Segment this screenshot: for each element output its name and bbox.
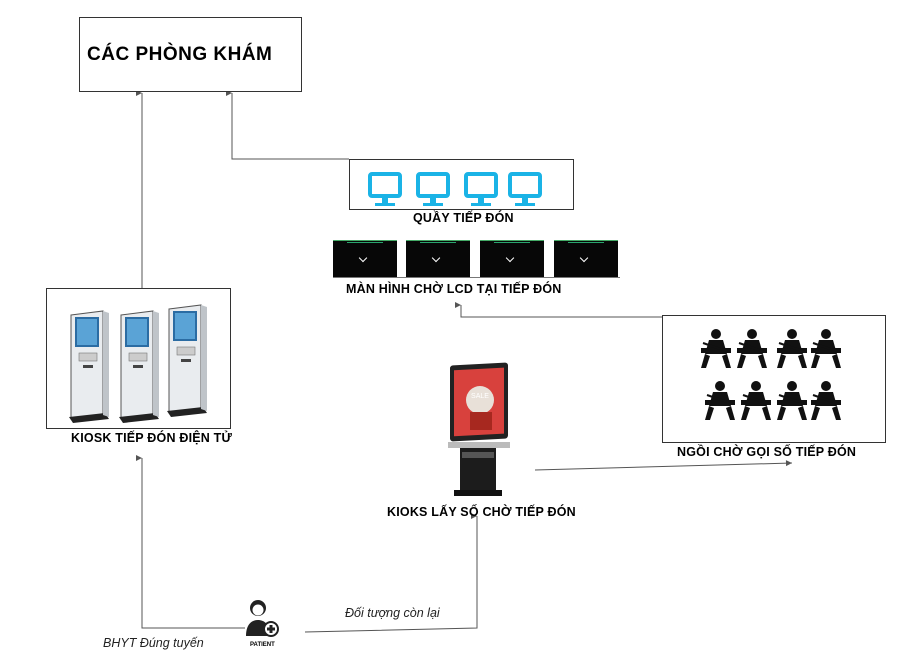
path-insured-label: BHYT Đúng tuyến bbox=[103, 636, 204, 650]
kiosk-electronic-box bbox=[46, 288, 231, 429]
ticket-kiosk-label: KIOKS LẤY SỐ CHỜ TIẾP ĐÓN bbox=[387, 505, 576, 519]
reception-desk-box bbox=[349, 159, 574, 210]
patient-caption: PATIENT bbox=[250, 642, 275, 648]
lcd-screens-panel bbox=[333, 240, 620, 278]
lcd-screen bbox=[554, 240, 618, 277]
lcd-screen bbox=[406, 240, 470, 277]
reception-desk-label: QUẦY TIẾP ĐÓN bbox=[413, 211, 514, 225]
lcd-screen bbox=[333, 240, 397, 277]
ticket-kiosk-icon: SALE bbox=[448, 362, 510, 496]
waiting-area-label: NGỒI CHỜ GỌI SỐ TIẾP ĐÓN bbox=[677, 445, 857, 459]
waiting-area-box bbox=[662, 315, 886, 443]
clinics-box: CÁC PHÒNG KHÁM bbox=[79, 17, 302, 92]
kiosk-machine-icons bbox=[69, 304, 208, 424]
svg-text:SALE: SALE bbox=[471, 393, 489, 400]
monitor-icons bbox=[368, 172, 542, 208]
arrow-patient-to-kiosk bbox=[136, 455, 245, 629]
kiosk-electronic-label: KIOSK TIẾP ĐÓN ĐIỆN TỬ bbox=[71, 431, 233, 445]
clinics-title: CÁC PHÒNG KHÁM bbox=[87, 44, 273, 65]
lcd-screens-label: MÀN HÌNH CHỜ LCD TẠI TIẾP ĐÓN bbox=[346, 282, 562, 296]
seated-people-icons bbox=[701, 328, 842, 421]
arrow-ticket-kiosk-to-waiting bbox=[534, 460, 793, 471]
arrow-waiting-to-lcd bbox=[455, 302, 662, 318]
path-others-label: Đối tượng còn lại bbox=[345, 606, 440, 620]
patient-icon bbox=[246, 600, 279, 637]
lcd-screen bbox=[480, 240, 544, 277]
arrow-desk-to-clinics bbox=[226, 90, 349, 160]
arrow-patient-to-ticket-kiosk bbox=[304, 513, 478, 633]
